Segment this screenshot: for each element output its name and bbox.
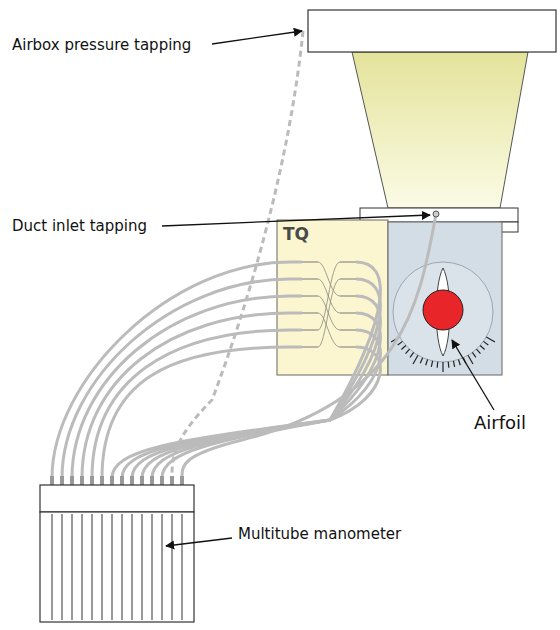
pressure-tube [152, 330, 380, 478]
panel-wire [302, 330, 318, 331]
manometer-column [141, 514, 143, 620]
scale-tick [483, 341, 488, 345]
manometer-column [121, 514, 123, 620]
scale-tick [458, 360, 460, 366]
scale-tick [426, 360, 428, 366]
scale-tick [480, 345, 484, 349]
scale-tick [476, 349, 480, 353]
airbox-tube [172, 31, 303, 478]
scale-tick [468, 355, 473, 364]
manometer-body [40, 512, 194, 622]
manometer-column [161, 514, 163, 620]
manometer-column [71, 514, 73, 620]
airfoil-hub [423, 290, 463, 330]
pressure-tube [162, 347, 380, 478]
scale-tick [420, 358, 422, 363]
manometer-header [40, 485, 194, 512]
pressure-tube [132, 296, 380, 478]
scale-tick [410, 352, 414, 357]
working-section [388, 222, 502, 375]
airbox [308, 10, 556, 52]
scale-tick [406, 349, 410, 353]
manometer-tubes [52, 31, 436, 486]
panel-wire [302, 279, 318, 280]
panel-wire [340, 313, 356, 314]
scale-tick [413, 355, 418, 364]
panel-wire [340, 330, 356, 331]
scale-tick [448, 362, 450, 368]
pressure-tube [72, 296, 302, 478]
panel-wire [340, 347, 356, 348]
panel-wire [302, 262, 318, 263]
manometer-column [61, 514, 63, 620]
scale-tick [401, 345, 405, 349]
scale-tick [486, 337, 495, 342]
scale-tick [437, 362, 439, 368]
panel-wire [302, 347, 318, 348]
pressure-tube [102, 347, 302, 478]
manometer-columns [52, 514, 182, 620]
pressure-tube [82, 313, 302, 478]
brand-logo: TQ [283, 224, 309, 244]
manometer-column [131, 514, 133, 620]
leader-line [452, 340, 494, 410]
turntable [393, 262, 493, 362]
manometer-column [81, 514, 83, 620]
manometer-column [91, 514, 93, 620]
panel-wire [302, 296, 318, 297]
manometer-column [51, 514, 53, 620]
flange-lip [500, 222, 518, 232]
panel-wire [302, 313, 318, 314]
duct-tube [182, 214, 436, 478]
scale-tick [453, 361, 454, 367]
pressure-tube [112, 262, 380, 478]
manometer-column [181, 514, 183, 620]
duct-tapping-point [433, 211, 439, 217]
leader-line [212, 31, 302, 44]
panel-wire [318, 262, 340, 330]
panel-wire [340, 279, 356, 280]
panel-wire [318, 279, 340, 347]
callout-label: Airfoil [474, 412, 526, 434]
callout-label: Multitube manometer [238, 525, 401, 543]
manometer-column [171, 514, 173, 620]
scale-tick [398, 341, 403, 345]
manometer-column [151, 514, 153, 620]
manometer-column [101, 514, 103, 620]
scale-tick [472, 352, 476, 357]
airbox-funnel [352, 52, 528, 208]
panel-connectors [302, 262, 356, 347]
callout-label: Airbox pressure tapping [12, 36, 191, 54]
panel-wire [340, 262, 356, 263]
callout-label: Duct inlet tapping [12, 217, 147, 235]
leader-line [166, 538, 232, 546]
panel-wire [340, 296, 356, 297]
scale-tick [442, 362, 443, 372]
manometer-column [111, 514, 113, 620]
scale-tick [431, 361, 432, 367]
pressure-tube [122, 279, 380, 478]
